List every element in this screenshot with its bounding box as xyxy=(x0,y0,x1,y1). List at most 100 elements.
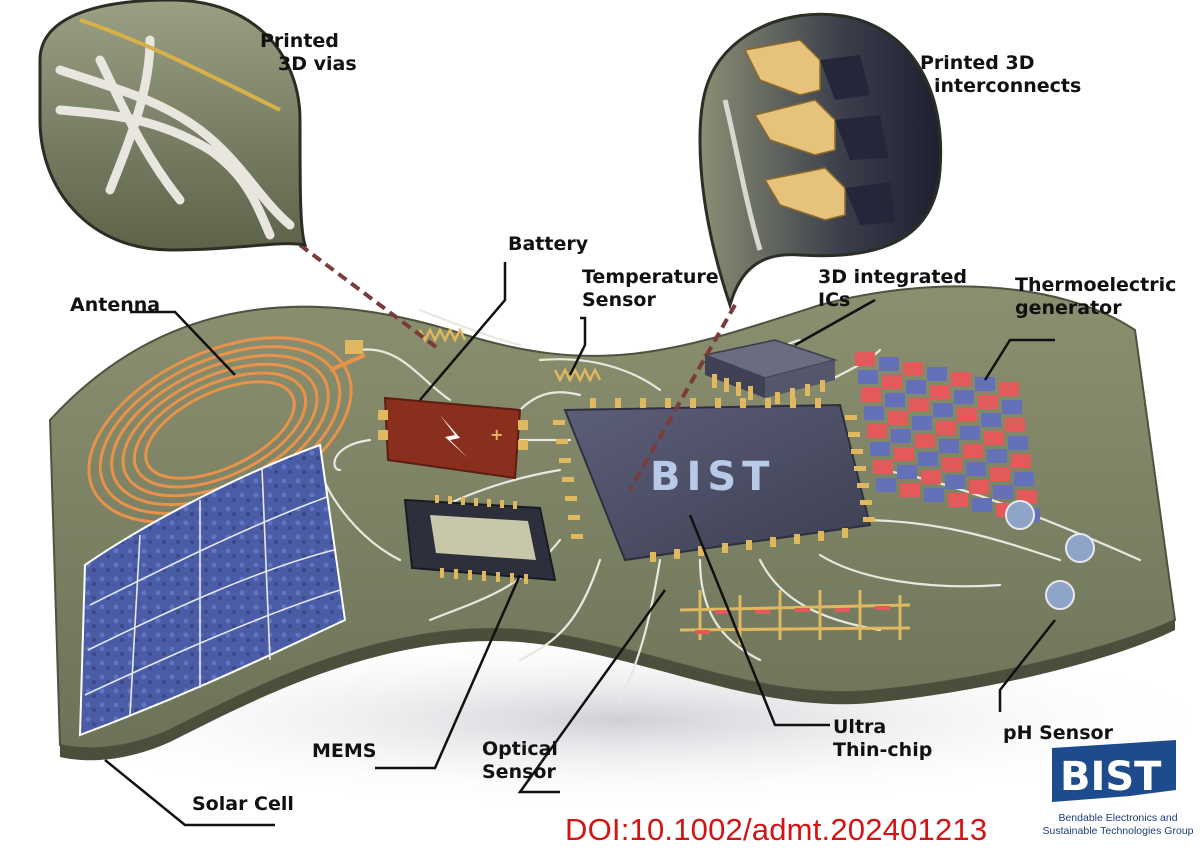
thermoelectric-generator xyxy=(855,352,1040,522)
chip-pad xyxy=(842,528,848,538)
teg-element xyxy=(861,388,881,402)
teg-element xyxy=(930,385,950,399)
chip-pad xyxy=(650,552,656,562)
teg-element xyxy=(939,439,959,453)
chip-pad xyxy=(571,534,583,539)
teg-element xyxy=(954,390,974,404)
chip-pad xyxy=(794,534,800,544)
teg-element xyxy=(1011,454,1031,468)
teg-element xyxy=(951,372,971,386)
chip-pad xyxy=(722,543,728,553)
chip-pad xyxy=(590,398,596,408)
teg-element xyxy=(924,488,944,502)
chip-pad xyxy=(568,515,580,520)
leader-lines xyxy=(104,262,1056,827)
chip-pad xyxy=(665,398,671,408)
logo-text: BIST xyxy=(1060,754,1162,800)
chip-pad xyxy=(674,549,680,559)
teg-element xyxy=(936,421,956,435)
printed-3d-vias-bubble xyxy=(38,0,308,252)
teg-element xyxy=(978,395,998,409)
teg-element xyxy=(882,375,902,389)
chip-pad xyxy=(740,398,746,408)
teg-element xyxy=(864,406,884,420)
svg-text:+: + xyxy=(490,425,503,444)
chip-pad xyxy=(857,483,869,488)
bist-logo: BIST xyxy=(1052,740,1176,802)
chip-pad xyxy=(565,496,577,501)
doi-reference: DOI:10.1002/admt.202401213 xyxy=(565,812,988,847)
teg-element xyxy=(1014,472,1034,486)
teg-element xyxy=(918,452,938,466)
chip-pad xyxy=(765,398,771,408)
chip-pad xyxy=(553,420,565,425)
teg-element xyxy=(906,380,926,394)
battery: + xyxy=(378,396,528,480)
chip-logo-text: BIST xyxy=(650,454,775,500)
teg-element xyxy=(993,485,1013,499)
teg-element xyxy=(1008,436,1028,450)
teg-element xyxy=(855,352,875,366)
chip-pad xyxy=(863,517,875,522)
label-mems: MEMS xyxy=(312,740,377,762)
teg-element xyxy=(858,370,878,384)
teg-element xyxy=(873,460,893,474)
chip-pad xyxy=(562,477,574,482)
chip-pad xyxy=(615,398,621,408)
chip-pad xyxy=(690,398,696,408)
teg-element xyxy=(891,429,911,443)
teg-element xyxy=(867,424,887,438)
teg-element xyxy=(948,493,968,507)
teg-element xyxy=(981,413,1001,427)
teg-element xyxy=(903,362,923,376)
label-solar-cell: Solar Cell xyxy=(192,793,294,815)
teg-element xyxy=(945,475,965,489)
teg-element xyxy=(1002,400,1022,414)
teg-element xyxy=(909,398,929,412)
label-battery: Battery xyxy=(508,233,589,255)
mems-device xyxy=(403,495,557,584)
teg-element xyxy=(969,480,989,494)
teg-element xyxy=(987,449,1007,463)
chip-pad xyxy=(848,432,860,437)
callout-dashes xyxy=(298,243,737,491)
teg-element xyxy=(912,416,932,430)
teg-element xyxy=(876,478,896,492)
ultra-thin-chip: BIST xyxy=(553,398,875,562)
teg-element xyxy=(1005,418,1025,432)
chip-pad xyxy=(746,540,752,550)
chip-pad xyxy=(845,415,857,420)
chip-pad xyxy=(715,398,721,408)
chip-pad xyxy=(640,398,646,408)
teg-element xyxy=(990,467,1010,481)
teg-element xyxy=(957,408,977,422)
teg-element xyxy=(966,462,986,476)
solar-cell xyxy=(78,443,347,737)
printed-3d-interconnects-bubble xyxy=(698,12,943,311)
teg-element xyxy=(879,357,899,371)
teg-element xyxy=(975,377,995,391)
chip-pad xyxy=(790,398,796,408)
label-antenna: Antenna xyxy=(70,294,161,316)
teg-element xyxy=(933,403,953,417)
chip-pad xyxy=(815,398,821,408)
antenna-pad xyxy=(345,340,363,354)
teg-element xyxy=(915,434,935,448)
chip-pad xyxy=(860,500,872,505)
teg-element xyxy=(963,444,983,458)
teg-element xyxy=(942,457,962,471)
teg-element xyxy=(885,393,905,407)
label-ph-sensor: pH Sensor xyxy=(1003,722,1113,744)
chip-pad xyxy=(818,531,824,541)
teg-element xyxy=(888,411,908,425)
chip-pad xyxy=(556,439,568,444)
teg-element xyxy=(999,382,1019,396)
